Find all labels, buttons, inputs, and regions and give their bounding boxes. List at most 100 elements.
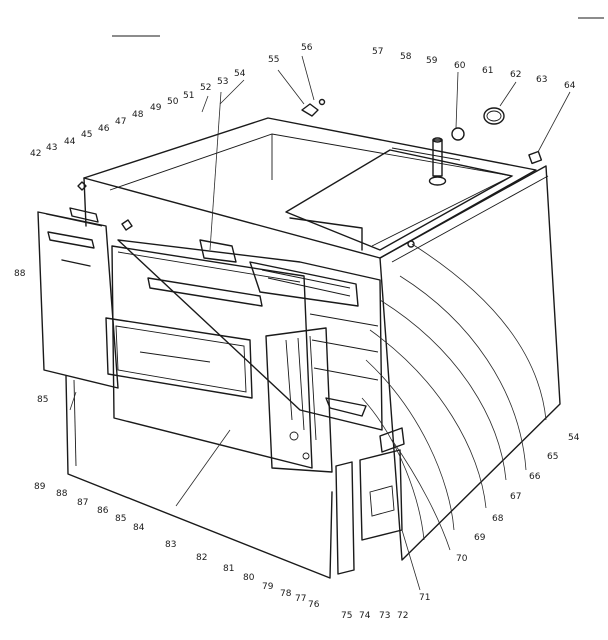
callout-label: 50	[167, 97, 179, 107]
callout-label: 85	[37, 395, 48, 405]
top-left-bracket	[69, 207, 99, 223]
callout-label: 46	[98, 124, 110, 134]
left-door-detail	[61, 259, 91, 267]
callout-label: 57	[372, 47, 383, 57]
callout-label: 69	[474, 533, 486, 543]
screw-part	[77, 181, 87, 191]
callout-label: 73	[379, 611, 390, 621]
right-side-panel	[379, 165, 561, 561]
leader-line	[399, 275, 527, 471]
callout-label: 60	[454, 61, 466, 71]
leader-line	[301, 55, 315, 101]
leader-line	[219, 79, 245, 105]
burner-rail	[391, 147, 461, 161]
front-base-frame	[65, 375, 333, 579]
callout-label: 88	[56, 489, 68, 499]
leader-line	[455, 71, 459, 129]
callout-label: 55	[268, 55, 279, 65]
callout-label: 48	[132, 110, 144, 120]
callout-label: 66	[529, 472, 541, 482]
callout-label: 64	[564, 81, 576, 91]
callout-label: 85	[115, 514, 126, 524]
control-panel-detail	[285, 335, 317, 441]
leader-line	[379, 299, 507, 481]
oven-door-panel	[111, 245, 313, 469]
left-door-panel	[37, 211, 119, 389]
callout-label: 56	[301, 43, 313, 53]
leader-line	[411, 243, 547, 421]
leader-line	[391, 439, 451, 551]
callout-label: 87	[77, 498, 88, 508]
callout-label: 75	[341, 611, 352, 621]
oven-bottom-burner	[325, 397, 367, 417]
drawer-bracket	[359, 449, 403, 541]
callout-label: 77	[295, 594, 306, 604]
ring-part	[483, 107, 505, 125]
callout-label: 88	[14, 269, 26, 279]
control-knob	[302, 452, 310, 460]
hinge-bracket	[379, 427, 405, 453]
broiler-line	[267, 277, 351, 297]
callout-label: 74	[359, 611, 371, 621]
callout-label: 54	[568, 433, 580, 443]
door-glass-outer	[105, 317, 253, 399]
cabinet-top-inner	[109, 133, 514, 247]
callout-label: 42	[30, 149, 41, 159]
screw-part	[318, 98, 326, 106]
drawer-slide	[369, 485, 395, 517]
side-panel-edge	[391, 175, 549, 263]
glass-detail	[139, 351, 211, 363]
callout-label: 89	[34, 482, 46, 492]
callout-labels: 42 43 44 45 46 47 48 49 50 51 52 53 54 5…	[14, 43, 580, 621]
callout-label: 52	[200, 83, 211, 93]
leader-line	[537, 91, 571, 153]
burner-tube-part	[428, 137, 447, 186]
callout-label: 86	[97, 506, 109, 516]
left-rear-edge	[83, 177, 87, 227]
broiler-line	[261, 269, 351, 289]
leader-line	[175, 429, 231, 507]
callout-label: 54	[234, 69, 246, 79]
callout-label: 47	[115, 117, 126, 127]
clip-part	[528, 150, 543, 165]
cavity-top-part	[199, 239, 237, 263]
callout-label: 62	[510, 70, 521, 80]
control-knob	[289, 431, 299, 441]
callout-label: 79	[262, 582, 274, 592]
left-door-top-edge	[45, 213, 103, 227]
oven-door-top-edge	[117, 251, 301, 283]
callout-label: 72	[397, 611, 408, 621]
cabinet-top-outline	[83, 117, 537, 259]
cooktop-burner-box	[285, 149, 513, 251]
callout-label: 53	[217, 77, 228, 87]
thermostat-control-panel	[265, 327, 333, 473]
callout-label: 45	[81, 130, 92, 140]
callout-label: 49	[150, 103, 162, 113]
leader-line	[69, 391, 77, 411]
callout-label: 71	[419, 593, 430, 603]
leader-line	[201, 95, 209, 113]
callout-label: 70	[456, 554, 468, 564]
callout-label: 43	[46, 143, 57, 153]
callout-label: 82	[196, 553, 207, 563]
leader-line	[401, 529, 421, 591]
valve-part	[451, 127, 465, 141]
base-inner-edge	[73, 379, 77, 467]
left-door-handle	[47, 231, 95, 249]
callout-label: 76	[308, 600, 320, 610]
callout-label: 61	[482, 66, 493, 76]
callout-label: 68	[492, 514, 504, 524]
leader-line	[499, 81, 517, 107]
callout-label: 80	[243, 573, 255, 583]
callout-label: 84	[133, 523, 145, 533]
left-drawer-rail	[335, 461, 355, 575]
broiler-burner	[249, 261, 359, 307]
callout-label: 44	[64, 137, 76, 147]
callout-label: 65	[547, 452, 558, 462]
leader-line	[209, 91, 222, 251]
leader-line	[277, 69, 305, 105]
door-glass-inner	[115, 325, 247, 393]
leader-line	[361, 397, 425, 541]
